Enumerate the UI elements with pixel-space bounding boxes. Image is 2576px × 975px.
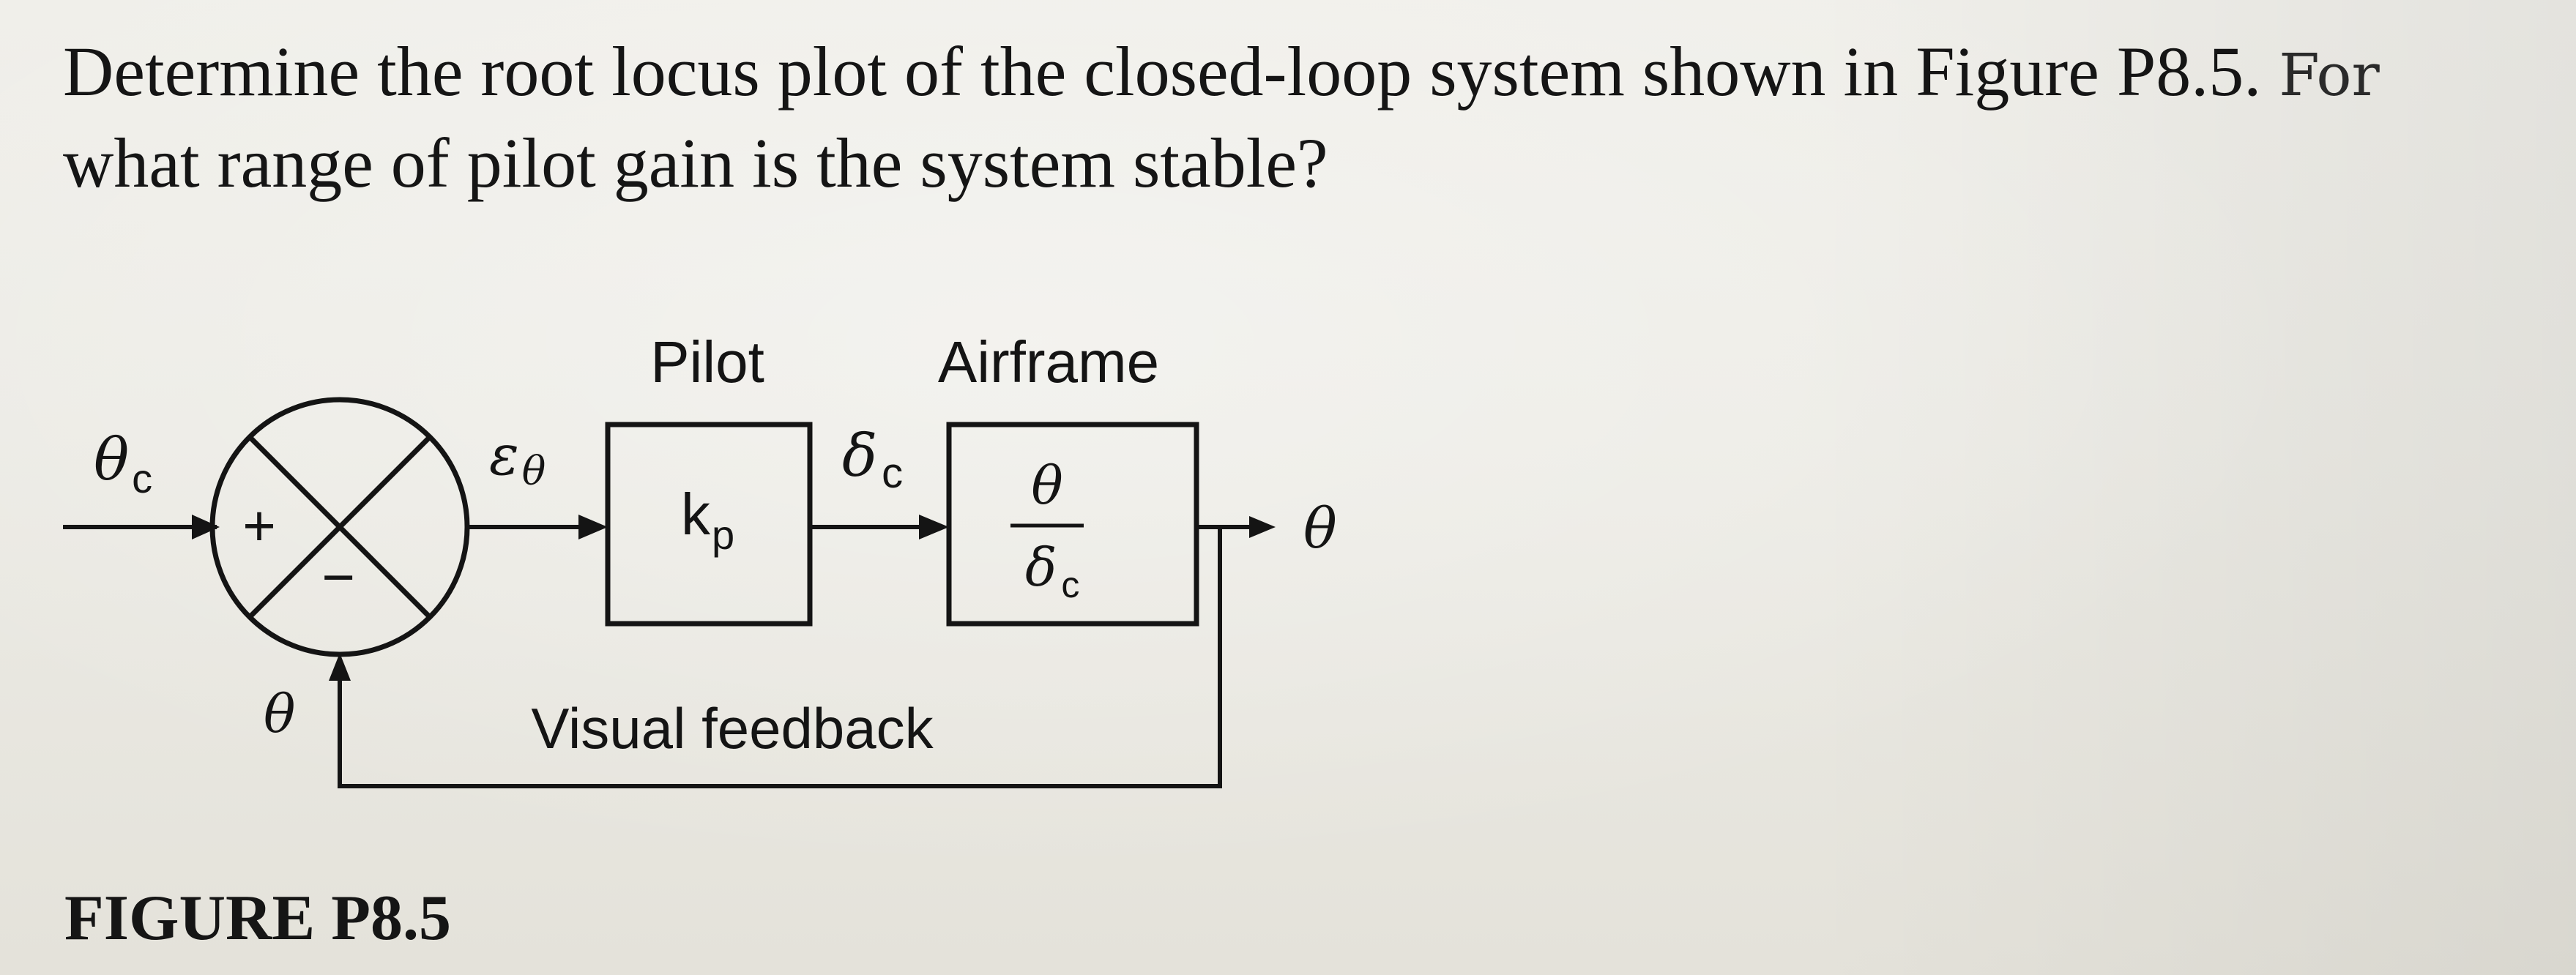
airframe-numerator: θ [1031, 455, 1062, 516]
feedback-arrowhead [329, 653, 351, 681]
problem-statement: Determine the root locus plot of the clo… [63, 28, 2538, 207]
problem-line-2: what range of pilot gain is the system s… [63, 124, 1328, 202]
input-signal-label: θc [94, 425, 152, 501]
command-arrowhead [919, 515, 949, 539]
problem-line-1-text: Determine the root locus plot of the clo… [63, 32, 2262, 111]
minus-sign: − [321, 545, 355, 609]
error-signal-label: εθ [489, 422, 546, 494]
pilot-label: Pilot [650, 329, 764, 395]
problem-line-1: Determine the root locus plot of the clo… [63, 28, 2538, 119]
feedback-label: Visual feedback [531, 696, 934, 761]
output-signal-label: θ [1303, 496, 1337, 561]
airframe-block [946, 422, 1199, 627]
plus-sign: + [242, 493, 276, 558]
output-arrowhead [1249, 516, 1276, 538]
figure-caption: FIGURE P8.5 [64, 883, 451, 954]
input-arrowhead [192, 515, 220, 539]
feedback-signal-label: θ [264, 683, 295, 744]
error-arrowhead [578, 515, 608, 539]
airframe-label: Airframe [938, 329, 1159, 395]
feedback-path [338, 527, 1222, 788]
pilot-block [605, 422, 813, 627]
problem-line-1-tail: For [2279, 41, 2380, 109]
pilot-gain: kp [681, 482, 734, 558]
